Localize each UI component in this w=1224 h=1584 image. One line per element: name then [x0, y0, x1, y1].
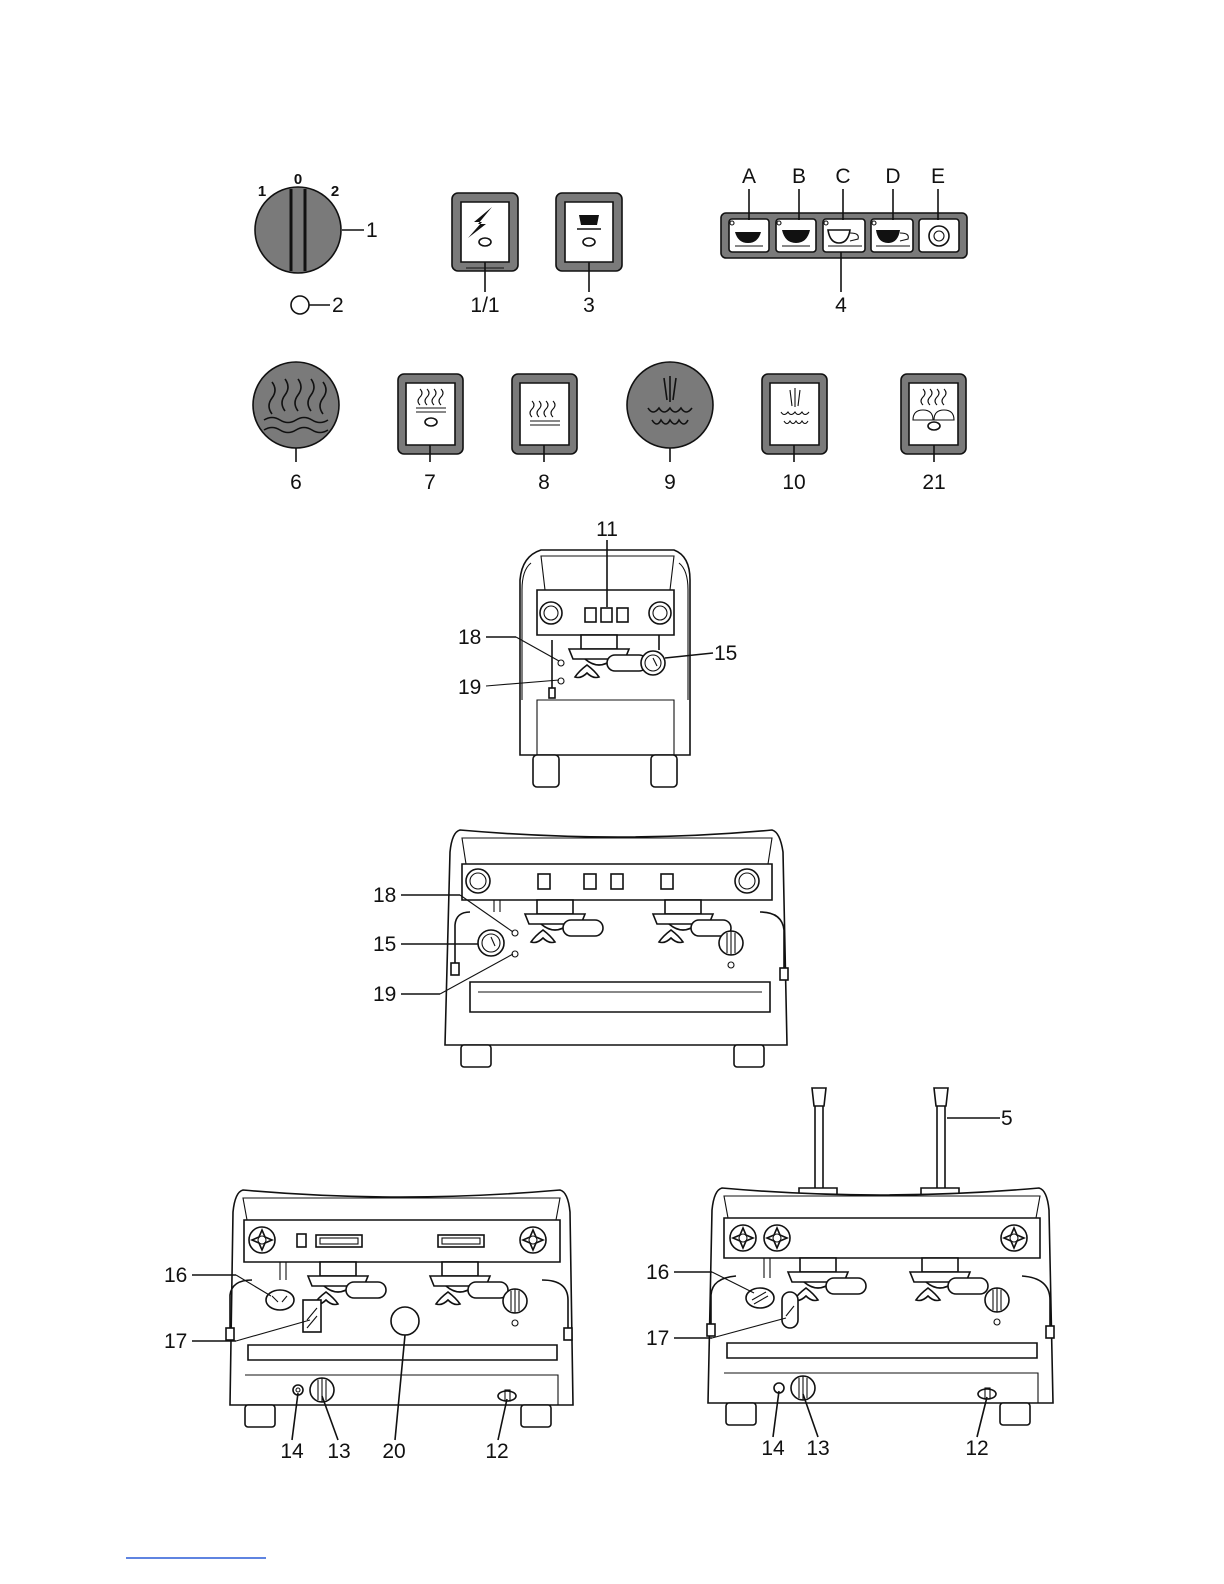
hot-water-switch-icon [762, 374, 827, 454]
callout-10: 10 [782, 471, 805, 494]
auto-steam-switch-icon [901, 374, 966, 454]
keypad-key-b: B [792, 165, 806, 188]
callout-11: 11 [596, 518, 618, 541]
callout-6: 6 [290, 471, 302, 494]
callout-1: 1 [366, 219, 378, 242]
callout-20: 20 [382, 1440, 405, 1463]
callout-15-a: 15 [714, 642, 737, 665]
callout-9: 9 [664, 471, 676, 494]
callout-3: 3 [583, 294, 595, 317]
selector-mark-0: 0 [294, 171, 302, 188]
callout-16-a: 16 [164, 1264, 187, 1287]
keypad-key-d: D [885, 165, 900, 188]
selector-mark-2: 2 [331, 183, 339, 200]
callout-16-b: 16 [646, 1261, 669, 1284]
callout-17-a: 17 [164, 1330, 187, 1353]
callout-14-a: 14 [280, 1440, 304, 1463]
callout-12-a: 12 [485, 1440, 508, 1463]
callout-1-1: 1/1 [470, 294, 499, 317]
callout-18-a: 18 [458, 626, 481, 649]
callout-21: 21 [922, 471, 945, 494]
callout-14-b: 14 [761, 1437, 785, 1460]
heating-switch-icon [452, 193, 518, 271]
steam-switch-icon [398, 374, 463, 454]
keypad-key-a: A [742, 165, 756, 188]
machine-2-group-lower-right [707, 1088, 1054, 1425]
cup-switch-icon [556, 193, 622, 271]
keypad-key-c: C [835, 165, 850, 188]
callout-13-b: 13 [806, 1437, 829, 1460]
steam-wand-switch-icon [512, 374, 577, 454]
callout-7: 7 [424, 471, 436, 494]
keypad-key-e: E [931, 165, 945, 188]
callout-19-b: 19 [373, 983, 396, 1006]
steam-knob-icon [253, 362, 339, 448]
hot-water-knob-icon [627, 362, 713, 448]
callout-13-a: 13 [327, 1440, 350, 1463]
callout-5: 5 [1001, 1107, 1013, 1130]
main-selector-knob [255, 187, 341, 273]
dosing-keypad [721, 213, 967, 258]
machine-1-group-front [520, 550, 690, 787]
callout-8: 8 [538, 471, 550, 494]
selector-mark-1: 1 [258, 183, 266, 200]
callout-4: 4 [835, 294, 847, 317]
indicator-light-icon [291, 296, 309, 314]
callout-19-a: 19 [458, 676, 481, 699]
callout-18-b: 18 [373, 884, 396, 907]
callout-15-b: 15 [373, 933, 396, 956]
callout-2: 2 [332, 294, 344, 317]
machine-2-group-front [445, 830, 788, 1067]
callout-12-b: 12 [965, 1437, 988, 1460]
callout-17-b: 17 [646, 1327, 669, 1350]
